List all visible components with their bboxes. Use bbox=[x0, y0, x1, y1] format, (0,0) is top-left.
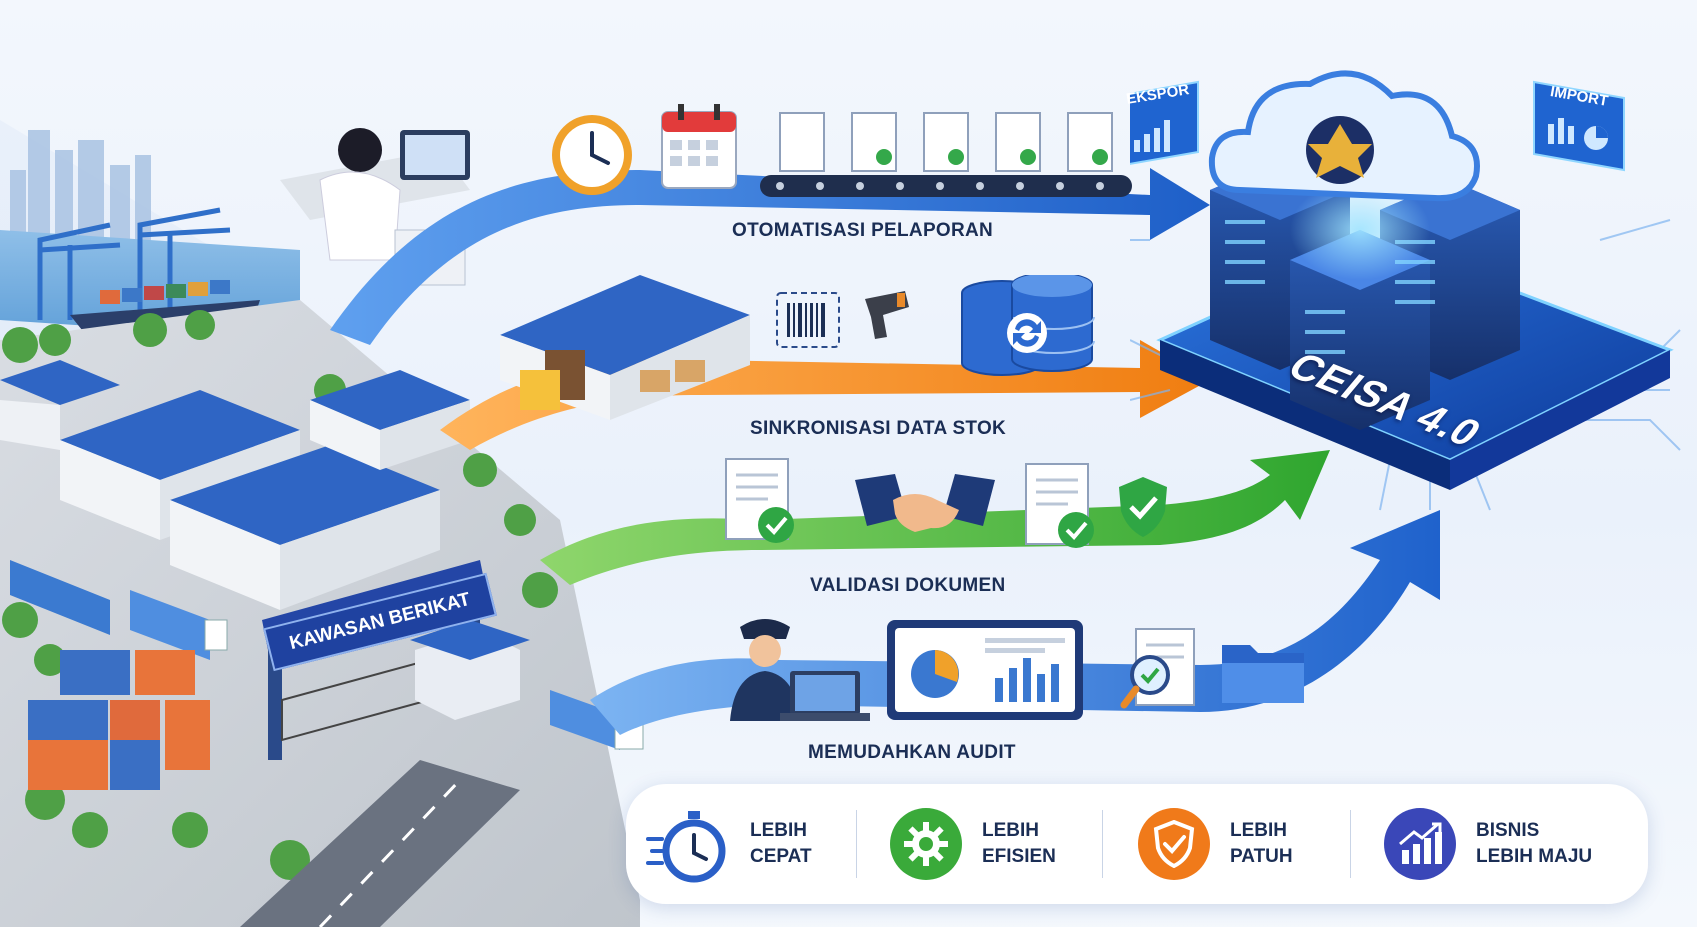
benefit-divider bbox=[1350, 810, 1351, 878]
ceisa-platform bbox=[1130, 70, 1681, 511]
folder-icon bbox=[1222, 645, 1304, 703]
benefit-1-line2: CEPAT bbox=[750, 846, 812, 867]
benefit-3-line2: PATUH bbox=[1230, 846, 1293, 867]
customs-officer-icon bbox=[730, 619, 870, 721]
clock-icon bbox=[552, 115, 632, 195]
benefit-lebih-patuh: LEBIH PATUH bbox=[1138, 796, 1293, 892]
benefit-2-line1: LEBIH bbox=[982, 820, 1039, 841]
benefit-lebih-cepat: LEBIH CEPAT bbox=[644, 796, 812, 892]
calendar-icon bbox=[661, 104, 737, 189]
flow-label-sinkronisasi: SINKRONISASI DATA STOK bbox=[750, 418, 1007, 439]
conveyor-documents-icon bbox=[760, 112, 1132, 197]
gear-icon bbox=[890, 808, 962, 880]
shield-check-small-icon bbox=[1119, 477, 1167, 537]
shield-check-icon bbox=[1138, 808, 1210, 880]
handshake-icon bbox=[855, 474, 995, 532]
benefit-divider bbox=[1102, 810, 1103, 878]
warehouse-forklift-icon bbox=[500, 275, 750, 420]
flow-label-otomatisasi: OTOMATISASI PELAPORAN bbox=[732, 220, 994, 241]
benefit-3-line1: LEBIH bbox=[1230, 820, 1287, 841]
benefit-4-line2: LEBIH MAJU bbox=[1476, 846, 1593, 867]
benefit-1-line1: LEBIH bbox=[750, 820, 807, 841]
flow-label-audit: MEMUDAHKAN AUDIT bbox=[808, 742, 1016, 763]
dashboard-monitor-icon bbox=[887, 620, 1083, 720]
flow-label-validasi: VALIDASI DOKUMEN bbox=[810, 575, 1006, 596]
flow-arrow-1 bbox=[330, 168, 1210, 345]
document-check-icon bbox=[725, 458, 794, 543]
benefit-divider bbox=[856, 810, 857, 878]
benefits-bar: LEBIH CEPAT LEBIH EFISIEN LEBIH PATUH bbox=[626, 784, 1648, 904]
stopwatch-icon bbox=[644, 801, 730, 887]
document-approved-icon bbox=[1025, 463, 1094, 548]
database-sync-icon bbox=[961, 275, 1095, 376]
growth-chart-icon bbox=[1384, 808, 1456, 880]
barcode-scanner-icon bbox=[776, 291, 909, 348]
benefit-lebih-efisien: LEBIH EFISIEN bbox=[890, 796, 1056, 892]
benefit-4-line1: BISNIS bbox=[1476, 820, 1540, 841]
magnifier-document-icon bbox=[1120, 628, 1195, 709]
benefit-2-line2: EFISIEN bbox=[982, 846, 1056, 867]
benefit-bisnis-lebih-maju: BISNIS LEBIH MAJU bbox=[1384, 796, 1592, 892]
